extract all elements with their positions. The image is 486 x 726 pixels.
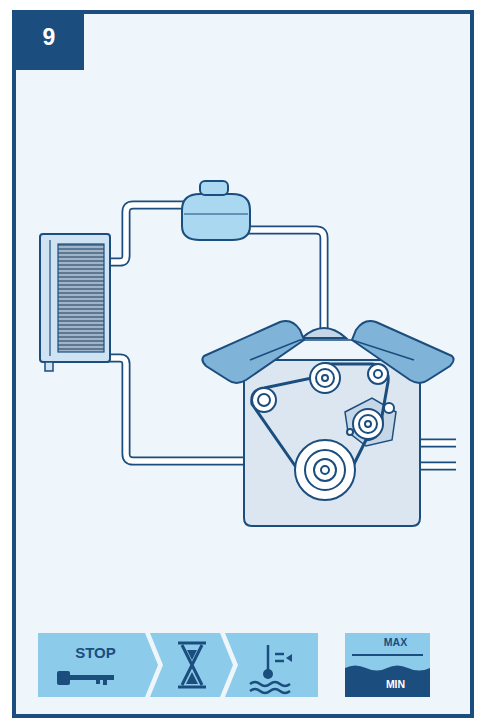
stop-chevron: STOP [38,633,153,697]
step-number-box: 9 [14,12,84,70]
level-text: MAX [345,637,446,649]
stop-text: STOP [38,645,153,662]
level-text: MIN [345,679,446,691]
level-icon: MAX MIN [345,633,446,697]
step-number: 9 [14,25,84,50]
